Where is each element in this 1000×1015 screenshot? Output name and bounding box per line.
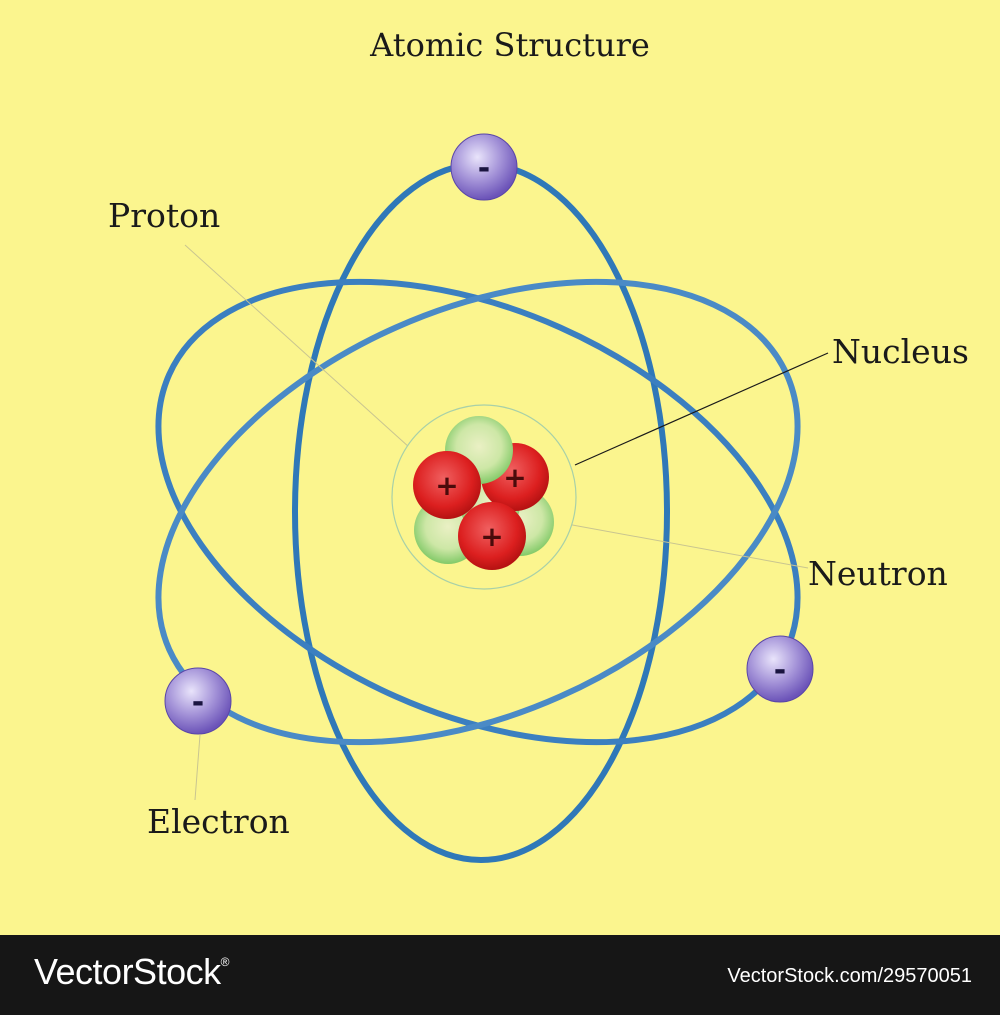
- proton: [413, 451, 481, 519]
- proton-label: Proton: [108, 196, 220, 235]
- proton-leader: [184, 244, 441, 476]
- proton-sign: +: [503, 461, 526, 494]
- electron-leader: [194, 734, 201, 801]
- diagram-title: Atomic Structure: [369, 26, 650, 64]
- electrons: - - -: [164, 133, 814, 735]
- electron-sign: -: [192, 685, 204, 720]
- nucleus-label: Nucleus: [832, 332, 969, 371]
- brand-logo: VectorStock®: [34, 951, 229, 993]
- brand-name: VectorStock: [34, 951, 221, 992]
- proton-sign: +: [435, 469, 458, 502]
- neutron-leader: [544, 519, 809, 569]
- trademark-symbol: ®: [220, 955, 230, 969]
- neutron-label: Neutron: [808, 554, 948, 593]
- electron-label: Electron: [147, 802, 290, 841]
- stock-id: VectorStock.com/29570051: [727, 965, 972, 987]
- watermark-footer: VectorStock® VectorStock.com/29570051: [0, 935, 1000, 1015]
- electron: [746, 635, 814, 703]
- orbit-tilted-right: [155, 278, 801, 746]
- nucleus-leader: [574, 352, 829, 466]
- electron-sign: -: [478, 151, 490, 186]
- leader-lines: [184, 244, 829, 801]
- proton: [458, 502, 526, 570]
- electron: [164, 667, 232, 735]
- nucleus: + + +: [391, 404, 577, 590]
- electron-sign: -: [774, 653, 786, 688]
- atom-diagram: Atomic Structure + + + - -: [108, 26, 969, 863]
- electron: [450, 133, 518, 201]
- proton-sign: +: [480, 520, 503, 553]
